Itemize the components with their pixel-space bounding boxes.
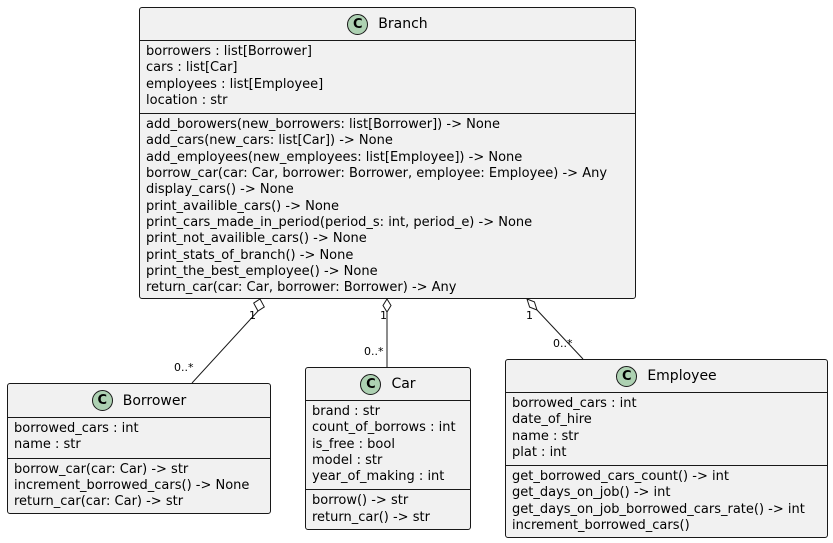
method: display_cars() -> None: [146, 182, 294, 198]
aggregation-diamond: [382, 298, 392, 313]
attribute: name : str: [512, 428, 579, 444]
class-name: Borrower: [122, 392, 187, 409]
attribute: plat : int: [512, 444, 567, 460]
attribute: is_free : bool: [312, 436, 395, 452]
association-branch-car: [382, 298, 392, 367]
attribute: borrowed_cars : int: [14, 421, 139, 436]
method-section: get_borrowed_cars_count() -> int get_day…: [506, 465, 827, 538]
method: get_days_on_job_borrowed_cars_rate() -> …: [512, 501, 805, 517]
class-name: Branch: [378, 16, 428, 32]
method: add_cars(new_cars: list[Car]) -> None: [146, 133, 393, 149]
method: print_cars_made_in_period(period_s: int,…: [146, 214, 533, 230]
multiplicity-branch-car-source: 1: [380, 309, 387, 322]
association-branch-borrower: [191, 298, 265, 384]
aggregation-diamond: [526, 298, 538, 311]
attribute-section: brand : str count_of_borrows : int is_fr…: [306, 401, 470, 489]
class-header: C Branch: [140, 8, 635, 41]
method: add_employees(new_employees: list[Employ…: [146, 149, 523, 165]
method: increment_borrowed_cars() -> None: [14, 477, 250, 493]
method: borrow_car(car: Car, borrower: Borrower,…: [146, 166, 608, 182]
attribute: brand : str: [312, 404, 380, 419]
attribute-section: borrowed_cars : int date_of_hire name : …: [506, 393, 827, 465]
attribute: year_of_making : int: [312, 469, 445, 485]
method: print_the_best_employee() -> None: [146, 263, 378, 279]
class-header: C Borrower: [8, 384, 270, 418]
method: return_car() -> str: [312, 509, 430, 525]
class-icon: C: [91, 390, 113, 411]
method: get_borrowed_cars_count() -> int: [512, 469, 729, 485]
multiplicity-branch-borrower-target: 0..*: [174, 361, 194, 374]
association-branch-employee: [526, 298, 584, 360]
class-icon: C: [347, 13, 369, 35]
attribute: count_of_borrows : int: [312, 420, 456, 436]
attribute: model : str: [312, 452, 383, 468]
attribute: employees : list[Employee]: [146, 76, 324, 92]
attribute: borrowers : list[Borrower]: [146, 44, 312, 59]
method-section: borrow() -> str return_car() -> str: [306, 489, 470, 530]
attribute: name : str: [14, 437, 81, 453]
method: get_days_on_job() -> int: [512, 485, 671, 501]
method: add_borowers(new_borrowers: list[Borrowe…: [146, 117, 501, 133]
method: return_car(car: Car) -> str: [14, 494, 184, 510]
method: print_availible_cars() -> None: [146, 198, 340, 214]
multiplicity-branch-car-target: 0..*: [364, 345, 384, 358]
method: borrow() -> str: [312, 493, 409, 509]
class-car[interactable]: C Car brand : str count_of_borrows : int…: [305, 367, 471, 530]
method-section: borrow_car(car: Car) -> str increment_bo…: [8, 457, 270, 515]
class-name: Car: [391, 376, 416, 392]
method: borrow_car(car: Car) -> str: [14, 461, 189, 477]
attribute: date_of_hire: [512, 412, 592, 428]
class-name: Employee: [647, 368, 717, 384]
method: increment_borrowed_cars(): [512, 518, 690, 534]
attribute: location : str: [146, 92, 228, 108]
method-section: add_borowers(new_borrowers: list[Borrowe…: [140, 113, 635, 300]
class-employee[interactable]: C Employee borrowed_cars : int date_of_h…: [505, 359, 828, 538]
attribute-section: borrowed_cars : int name : str: [8, 418, 270, 458]
method: print_not_availible_cars() -> None: [146, 231, 367, 247]
class-branch[interactable]: C Branch borrowers : list[Borrower] cars…: [139, 7, 636, 299]
class-icon: C: [360, 373, 382, 395]
class-icon: C: [616, 365, 638, 387]
attribute: cars : list[Car]: [146, 60, 238, 76]
attribute-section: borrowers : list[Borrower] cars : list[C…: [140, 41, 635, 113]
multiplicity-branch-employee-target: 0..*: [553, 337, 573, 350]
aggregation-diamond: [253, 298, 265, 312]
class-borrower[interactable]: C Borrower borrowed_cars : int name : st…: [7, 383, 271, 514]
class-header: C Employee: [506, 360, 827, 393]
multiplicity-branch-borrower-source: 1: [249, 309, 256, 322]
attribute: borrowed_cars : int: [512, 396, 637, 411]
multiplicity-branch-employee-source: 1: [526, 309, 533, 322]
method: return_car(car: Car, borrower: Borrower)…: [146, 280, 457, 296]
class-header: C Car: [306, 368, 470, 401]
method: print_stats_of_branch() -> None: [146, 247, 354, 263]
